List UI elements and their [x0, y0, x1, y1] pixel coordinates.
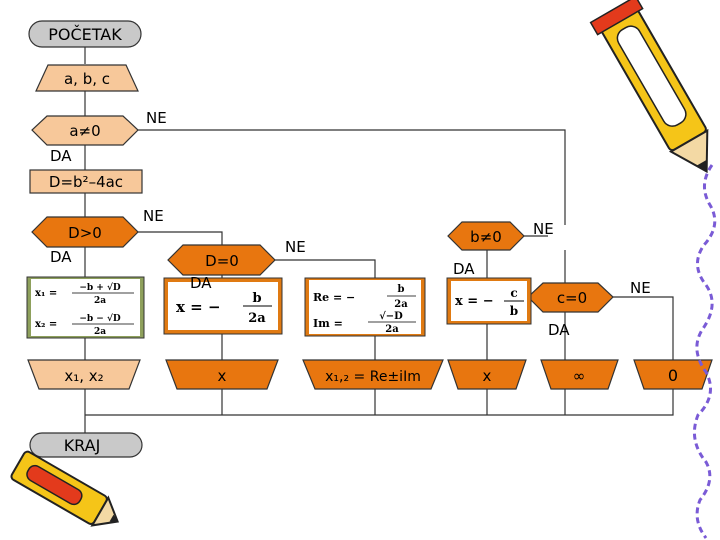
linear-root-num: c	[510, 286, 517, 300]
pencil-illustration-bottom	[10, 450, 120, 527]
label-no-a: NE	[146, 109, 167, 127]
formula-double-root: x = − b 2a	[163, 277, 283, 335]
label-yes-c: DA	[548, 321, 570, 339]
edge-condc-no	[613, 296, 674, 360]
output-linear-root: x	[447, 359, 527, 390]
edge-dzero-no	[275, 259, 376, 278]
edge-conda-no	[138, 129, 566, 225]
re-lhs: Re = −	[313, 291, 355, 304]
input-label: a, b, c	[64, 70, 110, 88]
label-yes-dzero: DA	[190, 274, 212, 292]
output-infinite-label: ∞	[573, 367, 586, 385]
pencil-illustration	[589, 0, 709, 174]
edge-dpos-no	[138, 231, 223, 245]
compute-d-label: D=b²–4ac	[49, 173, 123, 191]
x2-num: −b − √D	[79, 313, 121, 324]
double-root-den: 2a	[248, 311, 266, 326]
output-real-roots-label: x₁, x₂	[64, 367, 103, 385]
output-infinite: ∞	[540, 359, 619, 390]
wavy-border-decoration	[692, 164, 717, 539]
cond-a-label: a≠0	[69, 122, 100, 140]
label-no-b: NE	[533, 220, 554, 238]
im-num: √−D	[379, 310, 403, 322]
label-no-c: NE	[630, 279, 651, 297]
linear-root-den: b	[510, 304, 518, 318]
label-yes-b: DA	[453, 260, 475, 278]
linear-root-lhs: x = −	[455, 294, 494, 309]
cond-c-node: c=0	[527, 282, 614, 313]
double-root-num: b	[252, 291, 261, 306]
output-real-roots: x₁, x₂	[27, 359, 141, 390]
output-double-root: x	[165, 359, 279, 390]
label-yes-a: DA	[50, 147, 72, 165]
end-node: KRAJ	[29, 432, 143, 458]
connectors	[84, 47, 674, 433]
cond-d-zero-node: D=0	[167, 244, 276, 276]
x1-num: −b + √D	[79, 282, 121, 293]
label-no-dpos: NE	[143, 207, 164, 225]
im-lhs: Im =	[313, 317, 343, 330]
cond-b-node: b≠0	[447, 221, 525, 251]
cond-d-pos-node: D>0	[31, 216, 139, 248]
output-linear-root-label: x	[483, 367, 492, 385]
cond-b-label: b≠0	[470, 228, 502, 246]
formula-linear-root: x = − c b	[446, 277, 532, 325]
re-den: 2a	[394, 299, 408, 310]
im-den: 2a	[385, 324, 399, 335]
formula-complex-roots: Re = − b 2a Im = √−D 2a	[304, 277, 426, 337]
cond-d-pos-label: D>0	[68, 224, 102, 242]
output-none: 0	[633, 359, 713, 390]
x2-den: 2a	[94, 327, 106, 337]
re-num: b	[398, 284, 405, 295]
output-none-label: 0	[668, 366, 678, 385]
compute-d-node: D=b²–4ac	[29, 169, 143, 194]
start-label: POČETAK	[48, 25, 122, 44]
cond-d-zero-label: D=0	[205, 252, 239, 270]
x1-den: 2a	[94, 296, 106, 306]
x1-lhs: x₁ =	[35, 288, 57, 299]
double-root-lhs: x = −	[176, 298, 221, 316]
input-node: a, b, c	[35, 64, 139, 92]
output-complex-roots-label: x₁,₂ = Re±iIm	[325, 369, 421, 385]
start-node: POČETAK	[28, 20, 142, 48]
cond-a-node: a≠0	[31, 115, 139, 146]
end-label: KRAJ	[64, 436, 101, 455]
formula-real-roots: x₁ = −b + √D 2a x₂ = −b − √D 2a	[26, 276, 145, 339]
output-double-root-label: x	[218, 367, 227, 385]
output-complex-roots: x₁,₂ = Re±iIm	[302, 359, 444, 390]
label-no-dzero: NE	[285, 238, 306, 256]
x2-lhs: x₂ =	[35, 319, 57, 330]
edge-collector	[85, 389, 674, 416]
cond-c-label: c=0	[557, 289, 587, 307]
label-yes-dpos: DA	[50, 248, 72, 266]
